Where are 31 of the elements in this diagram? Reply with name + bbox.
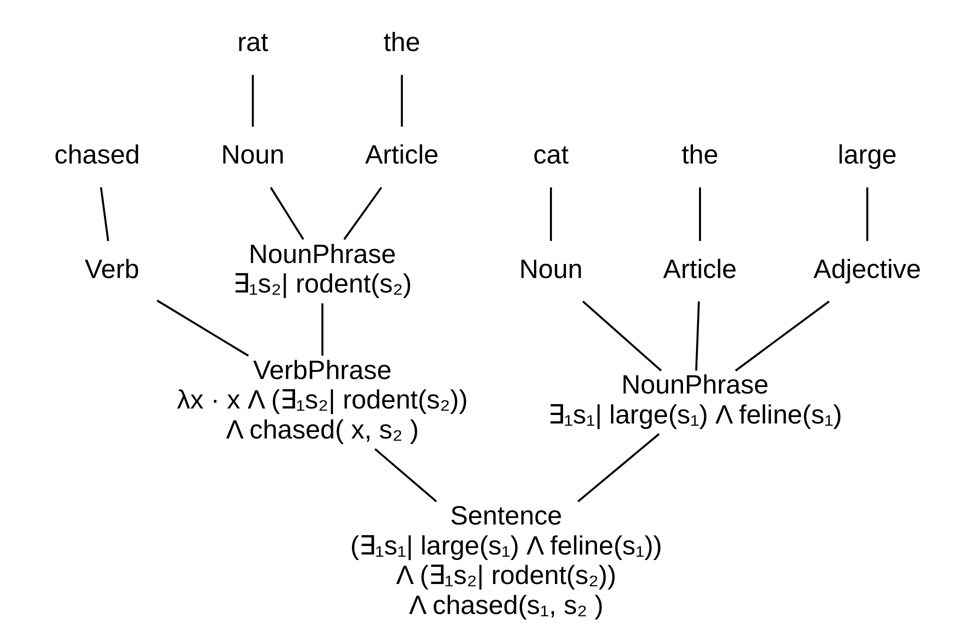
connector <box>251 74 254 127</box>
connector <box>734 300 830 372</box>
connector <box>866 187 868 241</box>
node-text: rat <box>236 26 268 57</box>
node-text: Noun <box>518 254 582 284</box>
node-text: Article <box>364 139 438 170</box>
node-text: the <box>382 26 420 57</box>
node-text: the <box>681 139 718 170</box>
connector <box>269 186 304 240</box>
node-text: NounPhrase ∃₁s₁| large(s₁) Λ feline(s₁) <box>547 370 842 430</box>
connector <box>549 187 552 241</box>
connector <box>374 448 437 502</box>
node-text: Verb <box>84 254 139 284</box>
connector <box>156 300 248 357</box>
node-text: Noun <box>220 139 284 170</box>
connector <box>694 301 700 371</box>
node-text: large <box>837 139 896 170</box>
node-text: NounPhrase ∃₁s₂| rodent(s₂) <box>232 238 412 299</box>
connector <box>320 303 323 356</box>
connector <box>400 74 402 127</box>
connector <box>100 187 109 242</box>
connector <box>582 300 662 372</box>
connector <box>576 433 660 502</box>
node-text: chased <box>54 139 140 170</box>
node-text: VerbPhrase λx · x Λ (∃₁s₂| rodent(s₂)) Λ chased( x, s₂ ) <box>176 354 468 444</box>
node-text: cat <box>532 139 568 170</box>
connector <box>342 186 382 240</box>
connector <box>698 187 700 241</box>
node-text: Article <box>662 254 736 284</box>
node-text: Sentence (∃₁s₁| large(s₁) Λ feline(s₁)) Λ (∃₁s₂| rodent(s₂)) Λ chased(s₁, s₂ ) <box>350 500 662 620</box>
node-text: Adjective <box>813 254 920 284</box>
